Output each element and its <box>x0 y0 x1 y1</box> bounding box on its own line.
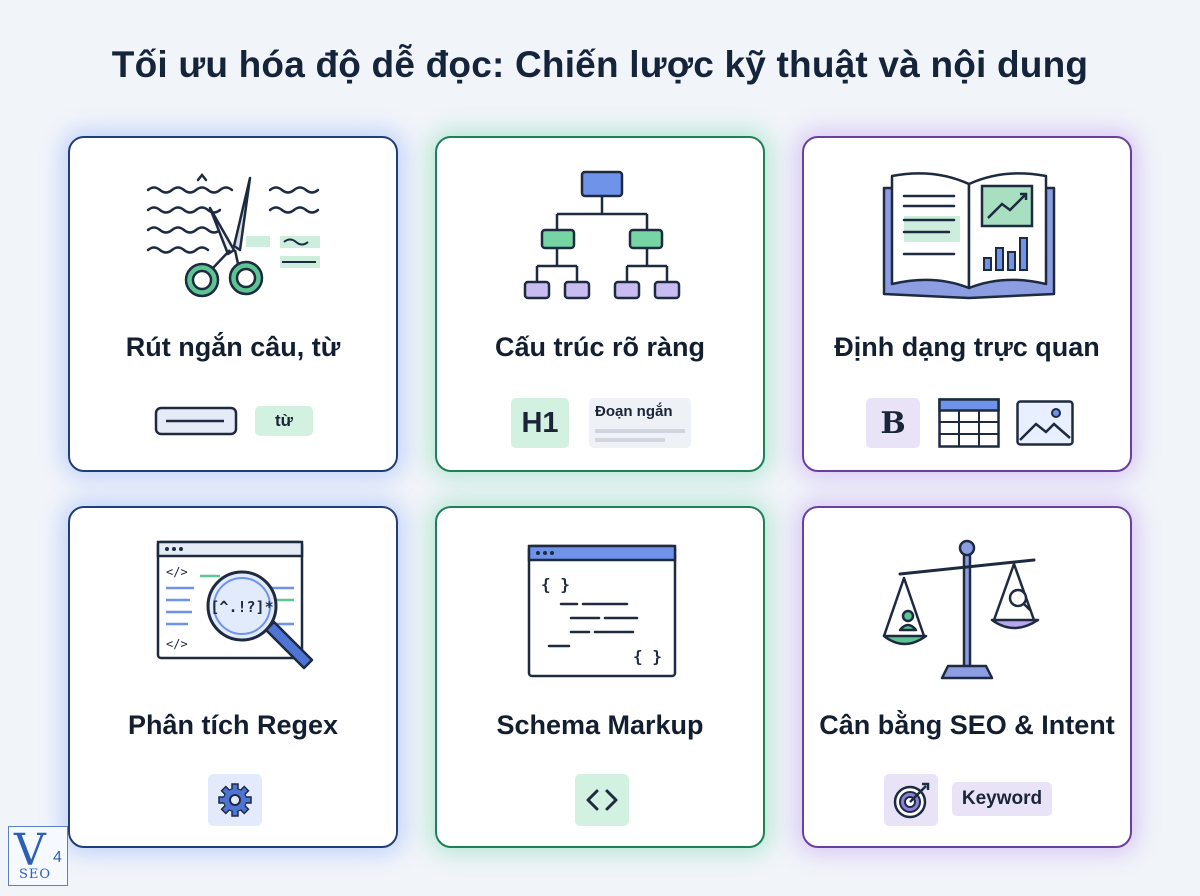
card-title: Schema Markup <box>496 710 704 740</box>
bold-format-icon: B <box>866 398 920 448</box>
brace-open: { } <box>541 575 570 594</box>
card-schema-markup: { } { } Schema Markup <box>435 506 765 848</box>
short-paragraph-chip: Đoạn ngắn <box>589 398 691 448</box>
target-icon <box>884 774 938 826</box>
code-tag-open: </> <box>166 565 188 579</box>
card-visual-formatting: Định dạng trực quan B <box>802 136 1132 472</box>
code-brackets-icon <box>575 774 629 826</box>
image-format-icon <box>1016 400 1074 446</box>
card-title: Cân bằng SEO & Intent <box>819 710 1115 740</box>
code-tag-close: </> <box>166 637 188 651</box>
h1-chip: H1 <box>511 398 569 448</box>
v4seo-logo: V 4 SEO <box>8 825 68 886</box>
card-title: Định dạng trực quan <box>834 332 1100 362</box>
code-magnifier-icon: </> </> [^.!?]* <box>156 540 314 670</box>
code-window-icon: { } { } <box>527 544 677 678</box>
card-shorten-sentences: Rút ngắn câu, từ từ <box>68 136 398 472</box>
card-title: Rút ngắn câu, từ <box>125 332 341 362</box>
scissors-text-icon <box>146 172 320 298</box>
card-title: Phân tích Regex <box>127 710 339 740</box>
page-title: Tối ưu hóa độ dễ đọc: Chiến lược kỹ thuậ… <box>111 44 1089 85</box>
card-regex-analysis: </> </> [^.!?]* Phân tích Regex <box>68 506 398 848</box>
open-book-chart-icon <box>882 172 1056 300</box>
short-line-icon <box>154 406 238 436</box>
card-clear-structure: Cấu trúc rõ ràng H1 Đoạn ngắn <box>435 136 765 472</box>
regex-pattern: [^.!?]* <box>210 598 273 616</box>
word-chip: từ <box>255 406 313 436</box>
balance-scale-icon <box>882 539 1040 680</box>
brace-close: { } <box>633 647 662 666</box>
keyword-chip: Keyword <box>952 782 1052 816</box>
hierarchy-tree-icon <box>523 170 681 300</box>
gear-icon <box>208 774 262 826</box>
table-format-icon <box>938 398 1000 448</box>
card-seo-intent-balance: Cân bằng SEO & Intent Keyword <box>802 506 1132 848</box>
card-title: Cấu trúc rõ ràng <box>494 332 706 362</box>
